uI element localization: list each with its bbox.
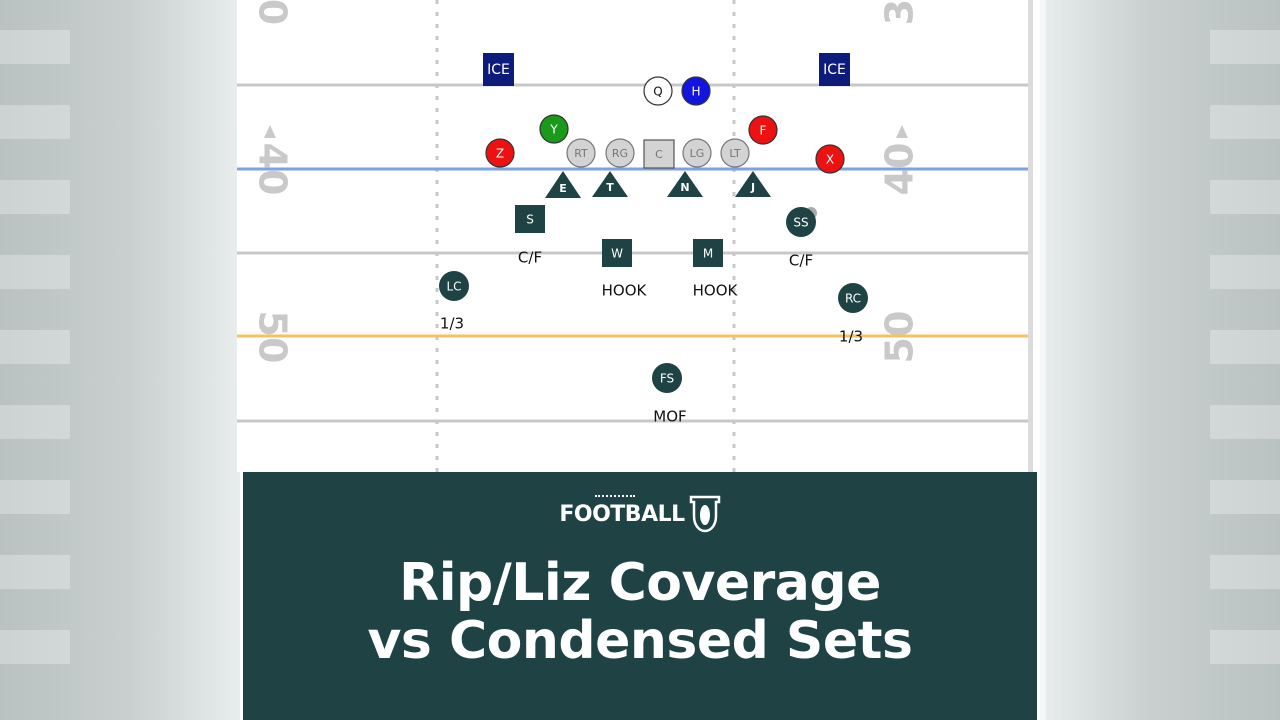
laces-decoration: [595, 494, 636, 502]
bg-stripe: [0, 30, 70, 64]
player-label: LG: [690, 147, 705, 160]
bg-stripe: [0, 480, 70, 514]
left-guard: [682, 138, 712, 168]
bg-stripe: [1210, 405, 1280, 439]
right-guard: [605, 138, 635, 168]
player-label: Z: [496, 147, 504, 161]
player-label: X: [826, 153, 834, 167]
bg-stripe: [0, 180, 70, 214]
ice-label: ICE: [487, 62, 510, 78]
title-line-1: Rip/Liz Coverage: [399, 553, 881, 613]
bg-stripe: [1210, 555, 1280, 589]
player-label: W: [611, 247, 623, 261]
field-surface: [237, 0, 1033, 472]
bg-stripe: [0, 405, 70, 439]
defensive-end-e: [545, 171, 581, 198]
player-label: RG: [612, 147, 628, 160]
assignment-label: C/F: [789, 252, 813, 270]
bg-stripe: [1210, 330, 1280, 364]
player-label: RC: [845, 292, 861, 306]
player-label: F: [760, 124, 767, 138]
defensive-end-j: [735, 171, 771, 197]
linebacker-m: [693, 239, 723, 267]
bg-stripe: [0, 630, 70, 664]
arrow-up-icon: [896, 125, 908, 138]
right-background: [1040, 0, 1280, 720]
bg-stripe: [1210, 180, 1280, 214]
football-u-logo: FOOTBALL U: [243, 494, 1037, 534]
logo-wordmark: FOOTBALL: [559, 494, 685, 527]
assignment-label: C/F: [518, 249, 542, 267]
linebacker-w: [602, 239, 632, 267]
bg-stripe: [1210, 480, 1280, 514]
ice-label: ICE: [823, 62, 846, 78]
yard-number: 3: [878, 0, 922, 25]
bg-stripe: [1210, 105, 1280, 139]
bg-stripe: [0, 255, 70, 289]
player-label: FS: [660, 372, 674, 386]
player-label: N: [680, 181, 689, 194]
player-label: T: [606, 181, 614, 194]
logo-text: FOOTBALL: [559, 501, 685, 527]
player-label: H: [691, 85, 700, 99]
player-label: S: [526, 213, 534, 227]
x-receiver: [815, 144, 845, 174]
player-label: C: [655, 148, 663, 161]
arrow-up-icon: [264, 125, 276, 138]
bg-stripe: [1210, 30, 1280, 64]
defensive-tackle-t: [592, 171, 628, 197]
football-u-logo-icon: U: [689, 495, 720, 533]
sideline: [1028, 0, 1033, 472]
y-receiver: [539, 114, 569, 144]
player-label: M: [703, 247, 713, 261]
bg-stripe: [0, 555, 70, 589]
center: [643, 139, 675, 169]
title-banner: FOOTBALL U Rip/Liz Coverage vs Condensed…: [243, 472, 1037, 720]
assignment-label: MOF: [653, 408, 686, 426]
assignment-label: 1/3: [440, 315, 464, 333]
defender-s: [515, 205, 545, 233]
quarterback: [643, 76, 673, 106]
bg-stripe: [1210, 630, 1280, 664]
ice-marker-right: [819, 53, 850, 86]
player-label: J: [750, 181, 755, 194]
player-label: LC: [446, 280, 461, 294]
left-corner: [439, 271, 469, 301]
page-title: Rip/Liz Coverage vs Condensed Sets: [243, 554, 1037, 670]
player-label: E: [559, 182, 567, 195]
yard-number: 0: [251, 0, 295, 25]
bg-stripe: [0, 330, 70, 364]
left-background: [0, 0, 240, 720]
bg-stripe: [1210, 255, 1280, 289]
bg-seam: [1040, 0, 1046, 720]
f-receiver: [748, 115, 778, 145]
player-label: SS: [793, 216, 808, 230]
right-corner: [838, 283, 868, 313]
assignment-label: HOOK: [602, 282, 648, 300]
player-label: RT: [574, 147, 588, 160]
assignment-label: HOOK: [693, 282, 739, 300]
title-line-2: vs Condensed Sets: [367, 611, 913, 671]
player-label: Y: [549, 123, 558, 137]
z-receiver: [485, 138, 515, 168]
nose-tackle-n: [667, 171, 703, 197]
free-safety: [652, 363, 682, 393]
h-back: [681, 76, 711, 106]
bg-stripe: [0, 105, 70, 139]
player-label: LT: [729, 147, 741, 160]
assignment-label: 1/3: [839, 328, 863, 346]
ice-marker-left: [483, 53, 514, 86]
player-label: Q: [653, 85, 662, 99]
left-tackle: [720, 138, 750, 168]
strong-safety: [786, 207, 816, 237]
right-tackle: [566, 138, 596, 168]
